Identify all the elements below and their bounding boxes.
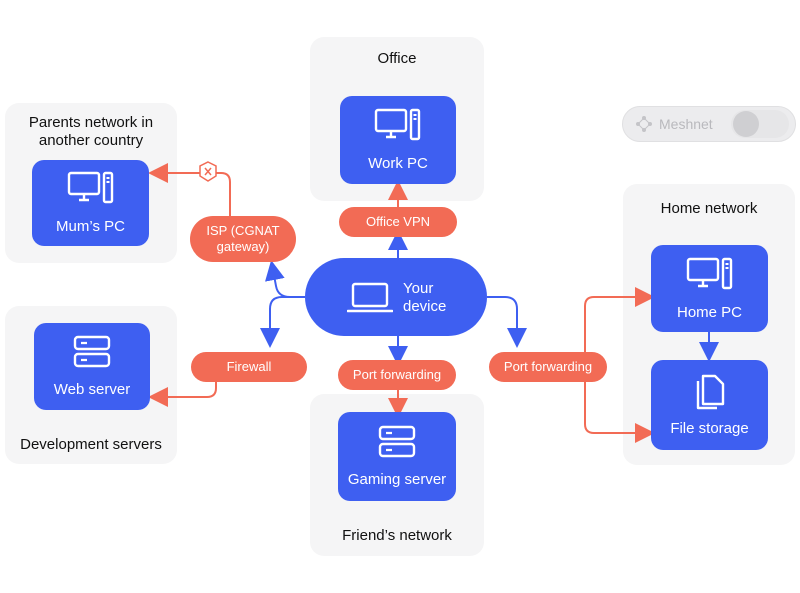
toggle-knob[interactable] (733, 111, 759, 137)
wire-device-to-firewall (260, 296, 305, 348)
laptop-icon (347, 282, 393, 313)
files-icon (696, 374, 724, 410)
wire-isp-to-mumspc (148, 163, 231, 218)
meshnet-label: Meshnet (659, 116, 713, 132)
server-icon (73, 335, 111, 367)
monitor-tower-icon (67, 171, 113, 204)
home-pc-node: Home PC (651, 245, 768, 332)
work-pc-node: Work PC (340, 96, 456, 184)
wire-firewall-to-webserver (148, 366, 217, 407)
mums-pc-node: Mum’s PC (32, 160, 149, 246)
wire-pf-to-filestorage (584, 380, 655, 443)
isp-pill: ISP (CGNAT gateway) (190, 216, 296, 262)
mums-pc-label: Mum’s PC (56, 218, 125, 235)
wire-device-to-isp (265, 260, 305, 298)
office-title: Office (377, 50, 417, 67)
file-storage-label: File storage (670, 420, 749, 437)
parents-title: Parents network in another country (28, 114, 154, 149)
your-device-node: Your device (305, 258, 487, 336)
port-forwarding-home-pill: Port forwarding (489, 352, 607, 382)
meshnet-toggle[interactable]: Meshnet (622, 106, 796, 142)
home-title: Home network (660, 200, 758, 217)
file-storage-node: File storage (651, 360, 768, 450)
wire-pf-to-homepc (584, 287, 655, 352)
home-pc-label: Home PC (676, 303, 743, 321)
meshnet-icon (636, 116, 652, 132)
web-server-label: Web server (53, 380, 131, 398)
monitor-tower-icon (374, 108, 421, 141)
port-forwarding-friend-pill: Port forwarding (338, 360, 456, 390)
web-server-node: Web server (34, 323, 150, 410)
gaming-server-node: Gaming server (338, 412, 456, 501)
firewall-pill: Firewall (191, 352, 307, 382)
wire-device-to-pf-home (487, 296, 527, 348)
dev-title: Development servers (20, 436, 162, 453)
gaming-server-label: Gaming server (347, 470, 447, 488)
monitor-tower-icon (686, 257, 732, 289)
friend-title: Friend’s network (342, 527, 452, 544)
work-pc-label: Work PC (368, 155, 428, 172)
office-vpn-pill: Office VPN (339, 207, 457, 237)
your-device-label: Your device (403, 280, 447, 315)
server-icon (378, 425, 416, 457)
blocked-x-icon (199, 161, 217, 182)
